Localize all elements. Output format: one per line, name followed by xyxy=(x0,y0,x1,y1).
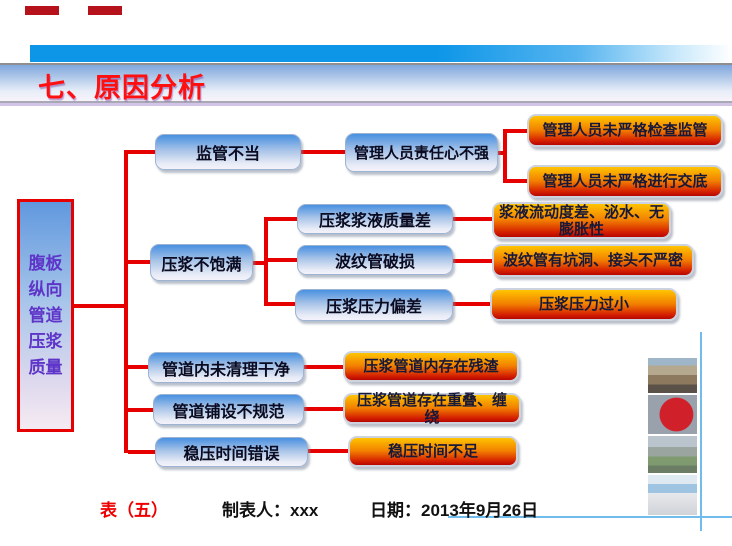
connector-line xyxy=(304,365,343,369)
connector-line xyxy=(453,259,492,263)
connector-line xyxy=(498,151,505,155)
result-box-residue-in-pipe: 压浆管道内存在残渣 xyxy=(343,351,519,382)
cause-box-pipe-layout: 管道铺设不规范 xyxy=(153,394,304,425)
cause-box-duct-damage: 波纹管破损 xyxy=(297,245,453,275)
result-box-fluidity-bleeding: 浆液流动度差、泌水、无膨胀性 xyxy=(492,202,671,239)
connector-line xyxy=(128,408,153,412)
connector-line xyxy=(128,450,155,454)
connector-trunk xyxy=(124,150,128,453)
result-box-pressure-too-low: 压浆压力过小 xyxy=(490,288,678,321)
cause-box-grout-quality: 压浆浆液质量差 xyxy=(297,204,453,234)
highway-interchange-photo xyxy=(648,436,697,473)
cause-box-pressure-deviation: 压浆压力偏差 xyxy=(295,289,453,321)
header-band xyxy=(0,63,732,103)
connector-bracket xyxy=(264,217,268,306)
page-title: 七、原因分析 xyxy=(38,73,206,103)
result-box-holding-time-short: 稳压时间不足 xyxy=(348,436,518,467)
connector-line xyxy=(268,217,297,221)
date-label: 日期：2013年9月26日 xyxy=(370,501,539,520)
connector-line xyxy=(304,407,343,411)
result-box-no-strict-briefing: 管理人员未严格进行交底 xyxy=(527,165,723,198)
table-number-label: 表（五） xyxy=(100,501,168,520)
connector-line xyxy=(268,258,297,262)
result-box-overlap-tangle: 压浆管道存在重叠、缠绕 xyxy=(343,392,521,426)
connector-line xyxy=(308,449,348,453)
connector-line xyxy=(507,179,527,183)
cause-box-pipe-not-clean: 管道内未清理干净 xyxy=(148,352,304,383)
connector-line xyxy=(301,150,345,154)
connector-line xyxy=(507,129,527,133)
tunnel-interior-photo xyxy=(648,475,697,515)
root-cause-box: 腹板纵向管道压浆质量 xyxy=(17,199,74,432)
author-label: 制表人：xxx xyxy=(222,501,319,520)
cause-box-holding-time: 稳压时间错误 xyxy=(155,437,308,467)
cause-box-supervision: 监管不当 xyxy=(155,134,301,170)
connector-line-main xyxy=(74,304,125,308)
red-mark-decor xyxy=(88,6,122,15)
deco-vertical-line xyxy=(700,332,702,531)
header-blue-bar xyxy=(30,45,732,62)
connector-line xyxy=(268,302,295,306)
connector-line xyxy=(128,150,155,154)
root-cause-label: 腹板纵向管道压浆质量 xyxy=(28,253,63,377)
connector-line xyxy=(453,302,490,306)
connector-line xyxy=(453,217,492,221)
result-box-no-strict-check: 管理人员未严格检查监管 xyxy=(527,114,723,147)
connector-line xyxy=(128,365,148,369)
connector-line xyxy=(253,261,266,265)
red-mark-decor xyxy=(25,6,59,15)
tunnel-boring-machine-photo xyxy=(648,395,697,434)
cause-box-grout-not-full: 压浆不饱满 xyxy=(150,244,253,281)
connector-line xyxy=(128,260,150,264)
cause-box-responsibility: 管理人员责任心不强 xyxy=(345,133,498,172)
deco-horizontal-line xyxy=(448,516,732,518)
construction-site-aerial-photo xyxy=(648,358,697,393)
result-box-duct-pits-joints: 波纹管有坑洞、接头不严密 xyxy=(492,244,694,277)
connector-bracket xyxy=(503,129,507,183)
